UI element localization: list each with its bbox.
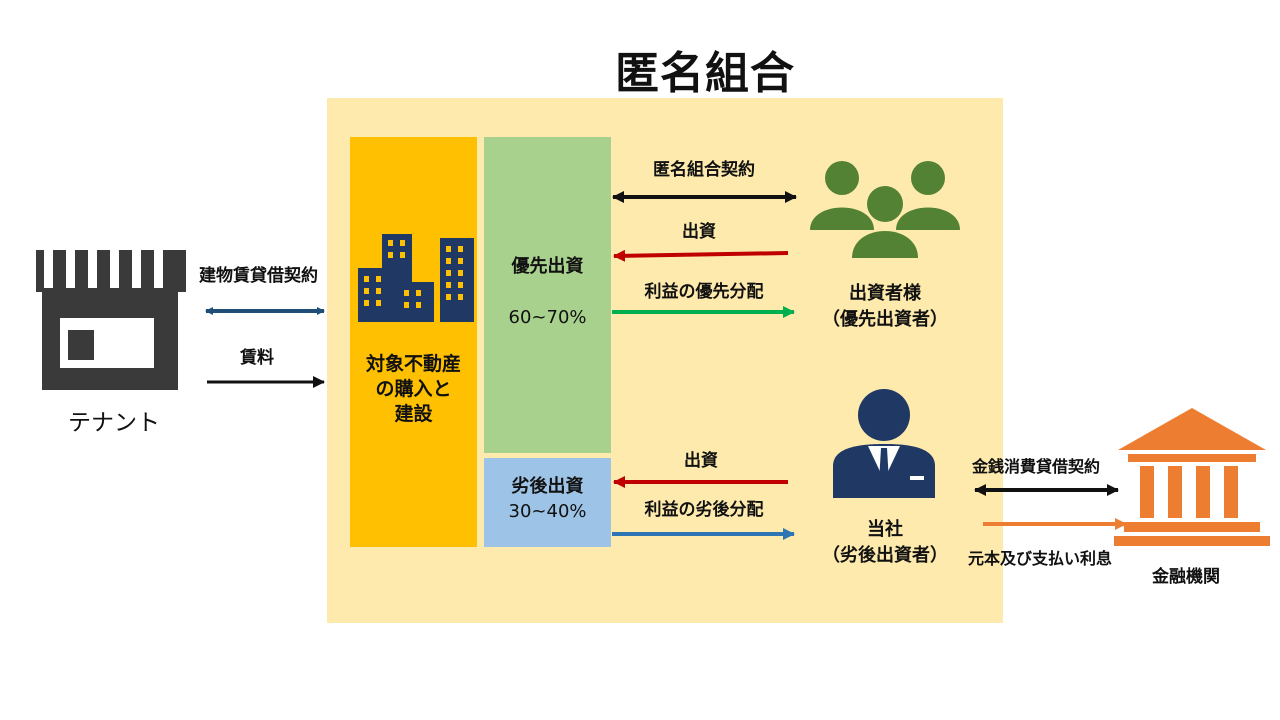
- junior-investment-block: [484, 458, 611, 547]
- tenant-label: テナント: [68, 410, 160, 436]
- bank-icon: [1114, 408, 1270, 546]
- junior-investment-ratio: 30~40%: [508, 501, 587, 522]
- investors-name-line1: 出資者様: [849, 283, 921, 304]
- company-name-line2: （劣後出資者）: [822, 545, 948, 566]
- property-label-line3: 建設: [394, 403, 433, 425]
- property-block: [350, 137, 477, 547]
- investors-name-line2: （優先出資者）: [822, 309, 948, 330]
- company-name: 当社 （劣後出資者）: [805, 517, 965, 569]
- loan-contract-label: 金銭消費貸借契約: [972, 457, 1101, 476]
- property-label-line1: 対象不動産: [365, 353, 461, 375]
- lease-contract-label: 建物賃貸借契約: [199, 266, 318, 286]
- businessman-icon: [833, 389, 935, 498]
- senior-investment-block: [484, 137, 611, 453]
- investor-investment-arrow: [613, 249, 789, 262]
- investors-name: 出資者様 （優先出資者）: [805, 281, 965, 333]
- investors-group-icon: [810, 161, 960, 258]
- buildings-icon: [358, 234, 474, 322]
- property-label: 対象不動産 の購入と 建設: [350, 352, 477, 427]
- company-name-line1: 当社: [867, 519, 903, 540]
- bank-label: 金融機関: [1152, 567, 1220, 587]
- diagram-title: 匿名組合: [615, 48, 795, 99]
- company-investment-label: 出資: [684, 451, 718, 471]
- junior-investment-label: 劣後出資: [511, 476, 584, 497]
- repayment-label: 元本及び支払い利息: [968, 549, 1113, 568]
- investor-investment-label: 出資: [682, 222, 716, 242]
- rent-label: 賃料: [240, 348, 274, 368]
- shop-icon: [36, 250, 186, 390]
- senior-distribution-label: 利益の優先分配: [644, 282, 764, 302]
- senior-investment-ratio: 60~70%: [508, 307, 587, 328]
- junior-distribution-label: 利益の劣後分配: [644, 500, 764, 520]
- tokumei-contract-label: 匿名組合契約: [653, 160, 755, 180]
- senior-investment-label: 優先出資: [511, 256, 584, 277]
- property-label-line2: の購入と: [375, 378, 452, 400]
